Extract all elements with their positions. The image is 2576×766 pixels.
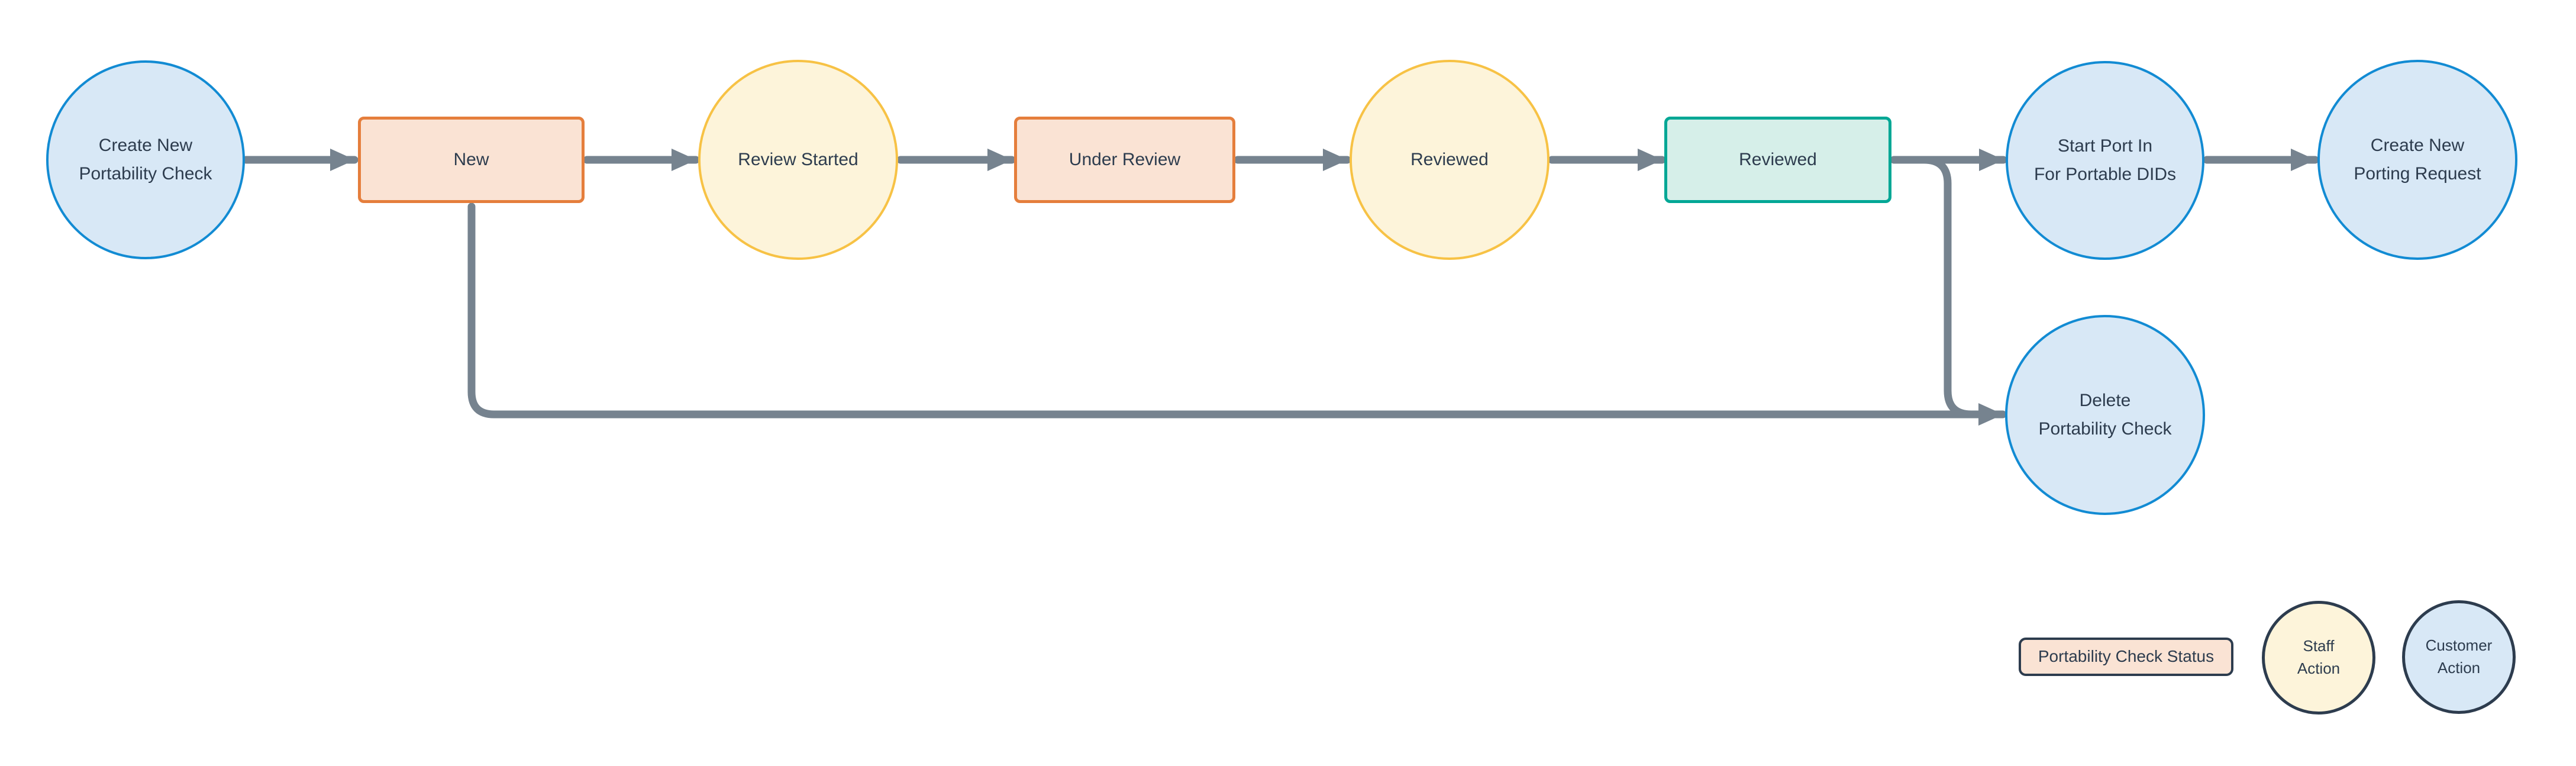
node-create-new-porting-request: Create New Porting Request [2317,60,2517,260]
legend-label: Staff Action [2297,637,2341,677]
node-label: Reviewed [1739,150,1817,169]
legend-staff-action: Staff Action [2262,601,2375,714]
node-review-started: Review Started [698,60,898,260]
edge-reviewed-status-to-delete-branch [1920,156,1987,419]
node-status-new: New [358,117,585,203]
node-label: Create New Porting Request [2354,136,2481,184]
node-status-under-review: Under Review [1014,117,1235,203]
node-label: Under Review [1069,150,1181,169]
node-label: Create New Portability Check [79,136,212,184]
edge-new-to-delete [467,202,2007,426]
legend-label: Portability Check Status [2038,647,2215,666]
node-label: Reviewed [1410,150,1489,169]
node-status-reviewed: Reviewed [1664,117,1891,203]
node-label: Review Started [738,150,858,169]
node-create-new-portability-check: Create New Portability Check [46,60,245,259]
node-label: New [453,150,489,169]
legend-portability-check-status: Portability Check Status [2019,638,2233,676]
node-label: Delete Portability Check [2038,391,2172,439]
node-reviewed-action: Reviewed [1350,60,1550,260]
legend-customer-action: Customer Action [2402,600,2516,714]
node-label: Start Port In For Portable DIDs [2033,136,2177,184]
legend-label: Customer Action [2425,636,2493,677]
node-delete-portability-check: Delete Portability Check [2005,315,2205,515]
node-start-port-in-for-portable-dids: Start Port In For Portable DIDs [2006,61,2204,260]
